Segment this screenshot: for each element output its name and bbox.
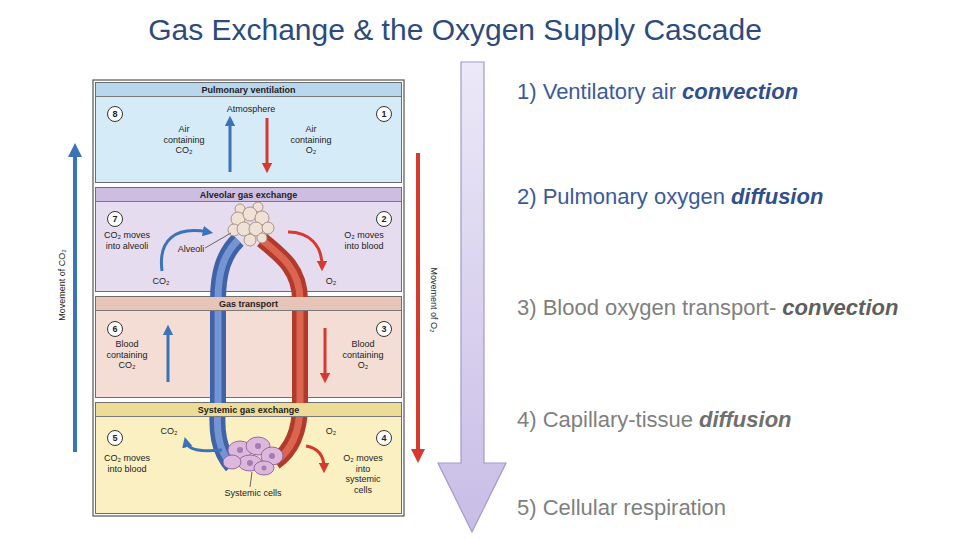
band-text: Atmosphere bbox=[206, 104, 296, 115]
band-text: CO₂ bbox=[148, 276, 174, 287]
callout-number: 6 bbox=[108, 322, 122, 336]
band-text: O₂ moves into blood bbox=[336, 230, 392, 251]
cascade-step: 2) Pulmonary oxygendiffusion bbox=[517, 183, 823, 211]
band-text: Blood containing O₂ bbox=[336, 339, 390, 371]
step-circle: 4 bbox=[376, 430, 392, 446]
co2-movement-arrow bbox=[73, 150, 77, 452]
step-circle: 7 bbox=[107, 211, 123, 227]
step-circle: 8 bbox=[107, 106, 123, 122]
frame bbox=[93, 80, 404, 516]
stage-band: Pulmonary ventilationAtmosphereAir conta… bbox=[95, 82, 402, 183]
stage-band: Systemic gas exchangeCO₂ O₂ CO₂ moves into… bbox=[95, 402, 402, 514]
step-circle: 6 bbox=[107, 321, 123, 337]
mechanism-word: diffusion bbox=[699, 406, 791, 434]
callout-number: 8 bbox=[108, 107, 122, 121]
band-heading: Alveolar gas exchange bbox=[96, 188, 401, 202]
band-text: O₂ bbox=[318, 426, 344, 437]
band-text: Air containing CO₂ bbox=[161, 124, 207, 156]
band-text: Systemic cells bbox=[216, 488, 290, 499]
callout-number: 2 bbox=[377, 212, 391, 226]
band-heading: Gas transport bbox=[96, 297, 401, 311]
band-heading: Pulmonary ventilation bbox=[96, 83, 401, 97]
o2-movement-arrow bbox=[416, 153, 420, 456]
step-circle: 3 bbox=[376, 321, 392, 337]
step-text: 1) Ventilatory air bbox=[517, 78, 676, 106]
cascade-step: 4) Capillary-tissuediffusion bbox=[517, 406, 792, 434]
band-heading: Systemic gas exchange bbox=[96, 403, 401, 417]
axis-label: Movement of O₂ bbox=[429, 267, 439, 332]
band-text: Blood containing CO₂ bbox=[100, 339, 154, 371]
band-text: CO₂ bbox=[154, 426, 184, 437]
callout-number: 3 bbox=[377, 322, 391, 336]
mechanism-word: diffusion bbox=[731, 183, 823, 211]
step-circle: 2 bbox=[376, 211, 392, 227]
band-text: CO₂ moves into blood bbox=[100, 453, 154, 474]
band-text: O₂ moves into systemic cells bbox=[340, 453, 386, 495]
mechanism-word: convection bbox=[782, 294, 898, 322]
cascade-step: 3) Blood oxygen transport-convection bbox=[517, 294, 898, 322]
mechanism-word: convection bbox=[682, 78, 798, 106]
step-text: 5) Cellular respiration bbox=[517, 494, 726, 522]
callout-number: 7 bbox=[108, 212, 122, 226]
band-text: CO₂ moves into alveoli bbox=[100, 230, 154, 251]
callout-number: 1 bbox=[377, 107, 391, 121]
cascade-step: 1) Ventilatory airconvection bbox=[517, 78, 798, 106]
step-circle: 5 bbox=[107, 430, 123, 446]
step-text: 3) Blood oxygen transport- bbox=[517, 294, 776, 322]
step-text: 4) Capillary-tissue bbox=[517, 406, 693, 434]
step-text: 2) Pulmonary oxygen bbox=[517, 183, 725, 211]
band-text: Alveoli bbox=[171, 244, 211, 255]
band-text: Air containing O₂ bbox=[288, 124, 334, 156]
stage-band: Gas transportBlood containing CO₂ Blood c… bbox=[95, 296, 402, 398]
axis-label: Movement of CO₂ bbox=[57, 249, 67, 321]
cascade-step: 5) Cellular respiration bbox=[517, 494, 726, 522]
callout-number: 5 bbox=[108, 431, 122, 445]
callout-number: 4 bbox=[377, 431, 391, 445]
step-circle: 1 bbox=[376, 106, 392, 122]
stage-band: Alveolar gas exchangeCO₂ moves into alve… bbox=[95, 187, 402, 292]
diagram-title: Gas Exchange & the Oxygen Supply Cascade bbox=[0, 12, 910, 48]
band-text: O₂ bbox=[318, 276, 344, 287]
cascade-arrow bbox=[438, 62, 506, 532]
